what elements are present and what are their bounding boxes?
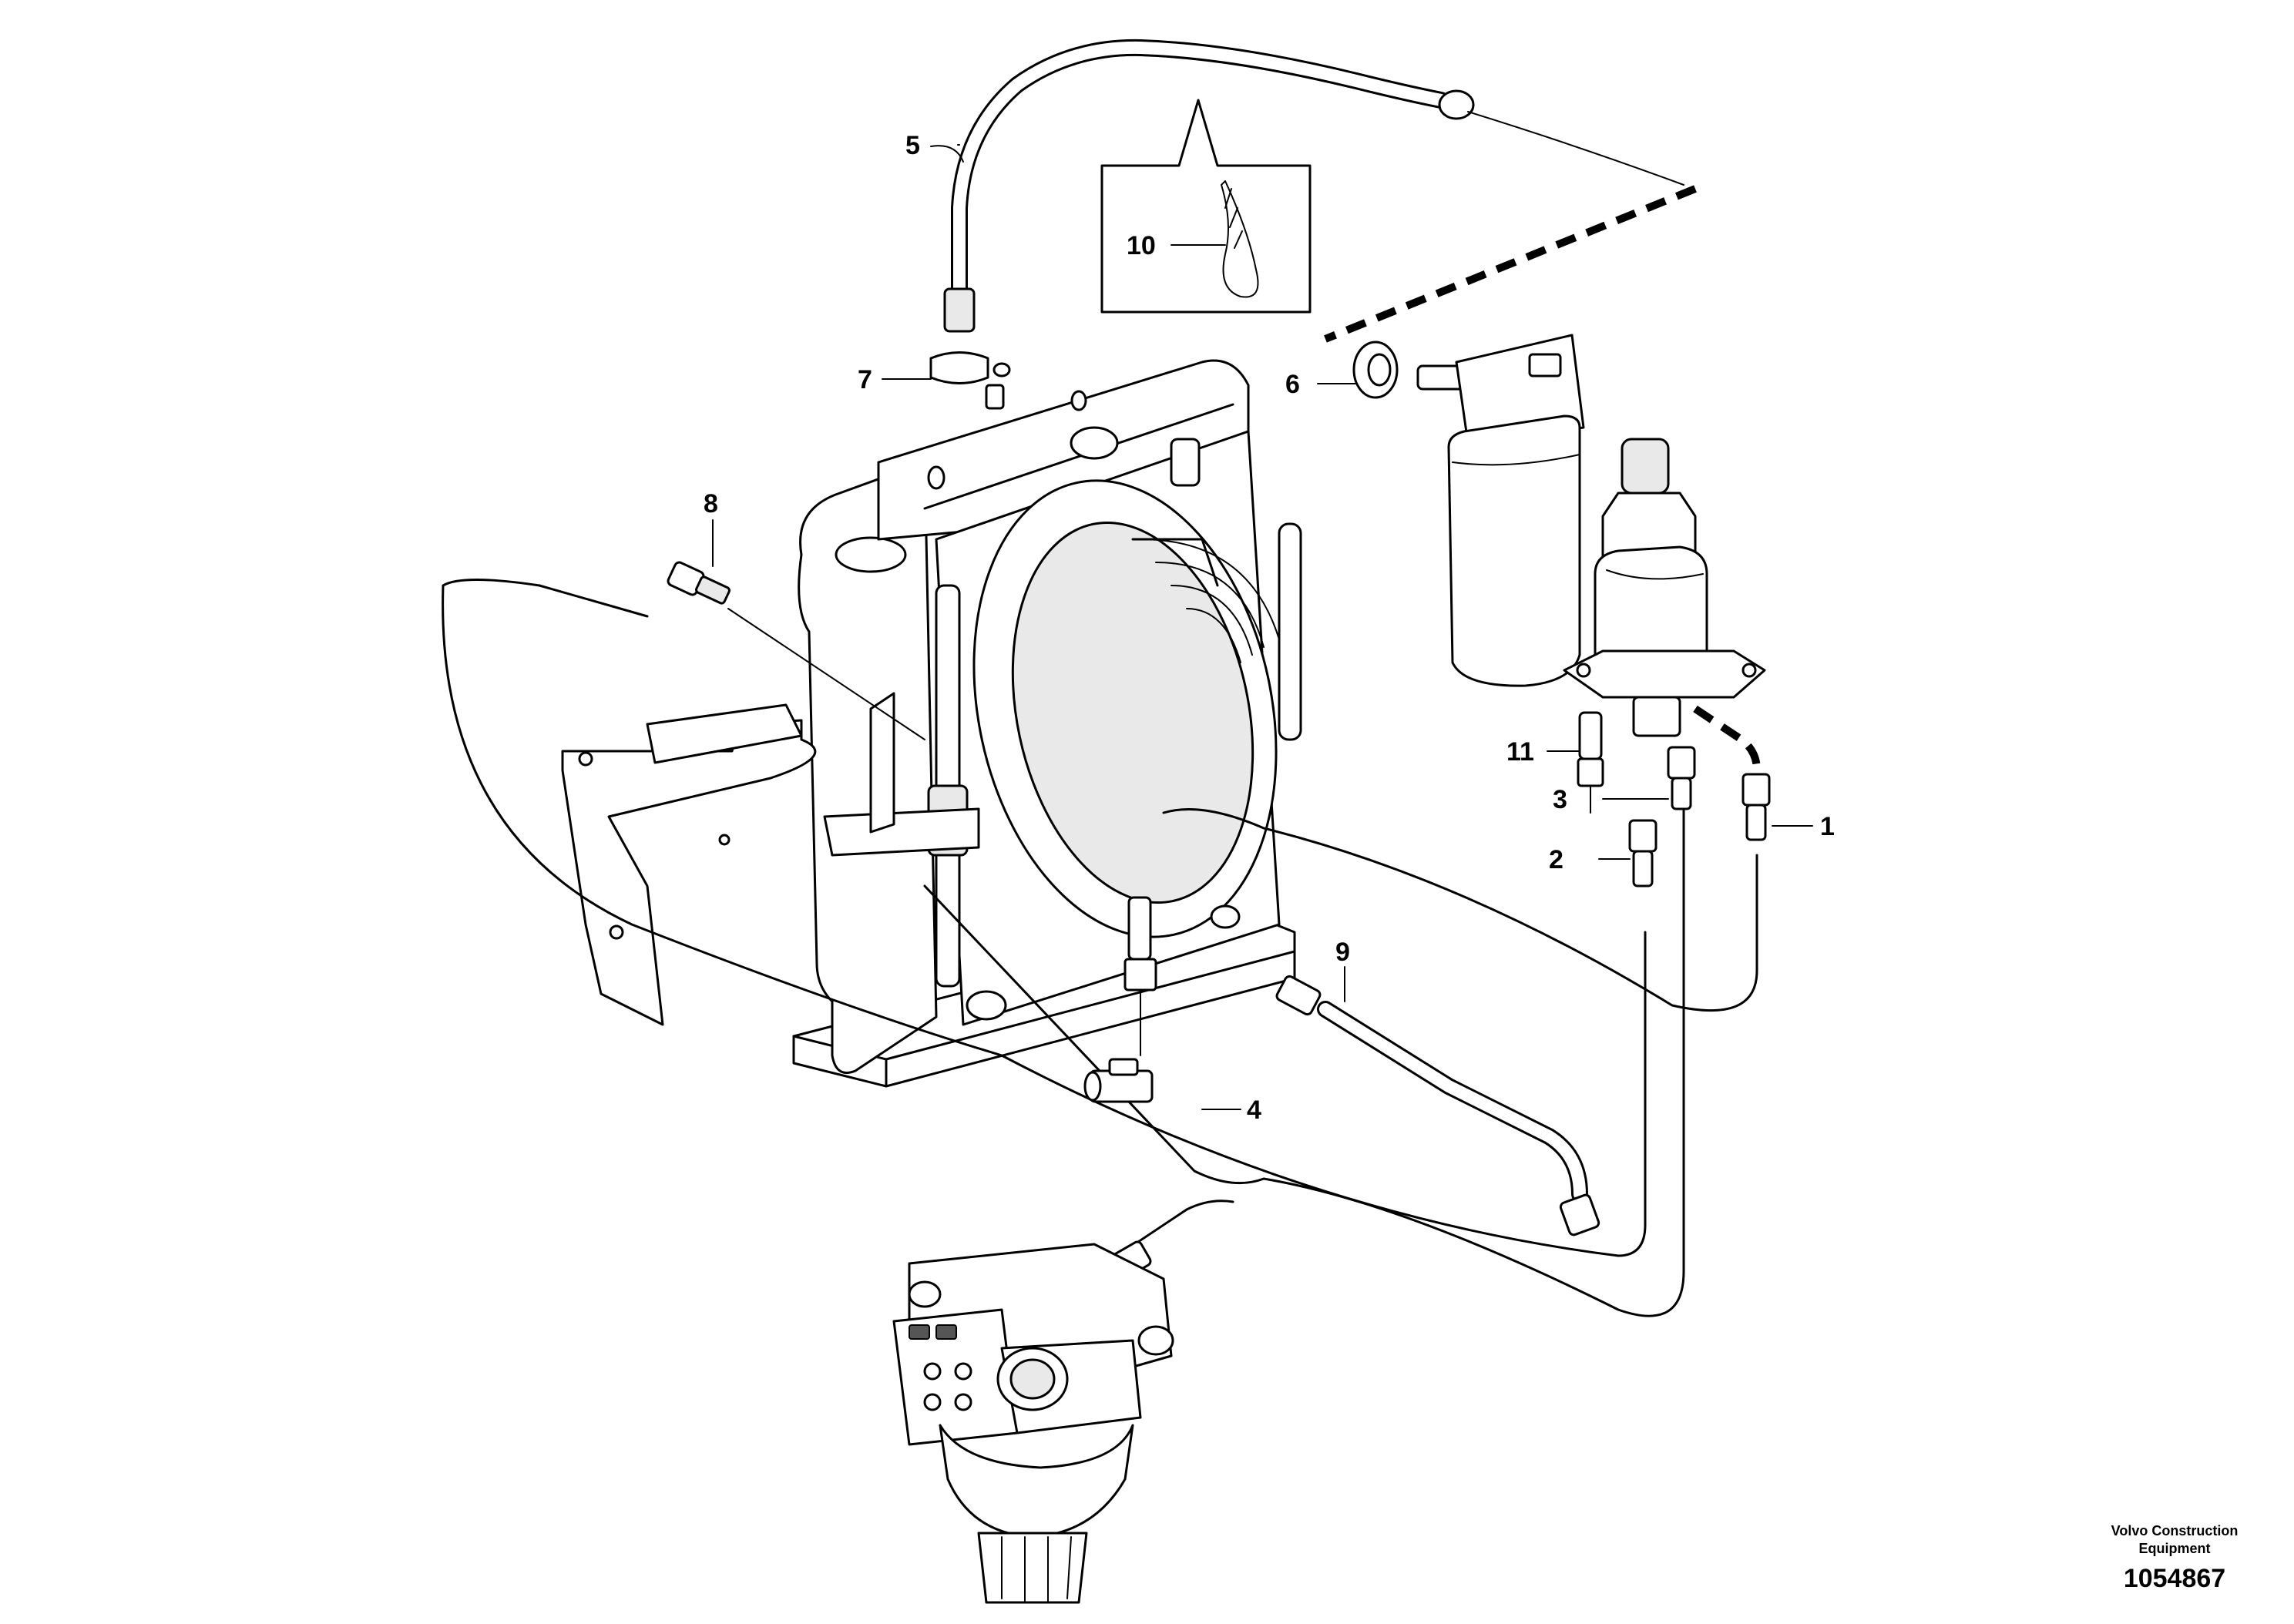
callout-6: 6	[1285, 370, 1300, 399]
callout-3: 3	[1553, 785, 1567, 814]
fitting-11	[1577, 711, 1604, 814]
clamp-detail-box	[1100, 99, 1312, 314]
callout-4: 4	[1247, 1096, 1261, 1125]
swivel-motor	[892, 1200, 1234, 1604]
callout-10: 10	[1127, 231, 1156, 260]
callout-labels: 1 2 3 4 5 6 7 8 9 10 11	[704, 131, 1835, 1125]
callout-11: 11	[1506, 737, 1534, 767]
leader-lines	[712, 144, 1813, 1110]
dashed-hose-return	[1324, 185, 1697, 343]
callout-9: 9	[1335, 938, 1350, 967]
dashed-hose-1	[1693, 705, 1761, 771]
filter-assembly	[1352, 334, 1585, 687]
clamp-7	[929, 351, 1011, 384]
accumulator-valve	[1563, 438, 1766, 737]
fitting-2	[1628, 819, 1658, 887]
fitting-1	[1741, 773, 1771, 841]
callout-1: 1	[1820, 812, 1835, 841]
hose-5	[943, 39, 1684, 333]
radiator-assembly	[792, 359, 1302, 1088]
fitting-3	[1667, 746, 1696, 810]
document-number: 1054867	[2124, 1564, 2225, 1593]
callout-7: 7	[858, 365, 872, 394]
tee-fitting-4	[1083, 896, 1157, 1103]
left-bracket	[561, 703, 817, 1026]
brand-line-2: Equipment	[2139, 1541, 2211, 1556]
brand-line-1: Volvo Construction	[2111, 1523, 2239, 1538]
fitting-8	[667, 561, 925, 740]
callout-5: 5	[905, 131, 920, 160]
callout-2: 2	[1549, 845, 1563, 874]
footer: Volvo Construction Equipment 1054867	[2111, 1523, 2239, 1593]
callout-8: 8	[704, 489, 718, 518]
long-hoses	[442, 579, 1758, 1317]
hose-9	[1275, 975, 1600, 1236]
